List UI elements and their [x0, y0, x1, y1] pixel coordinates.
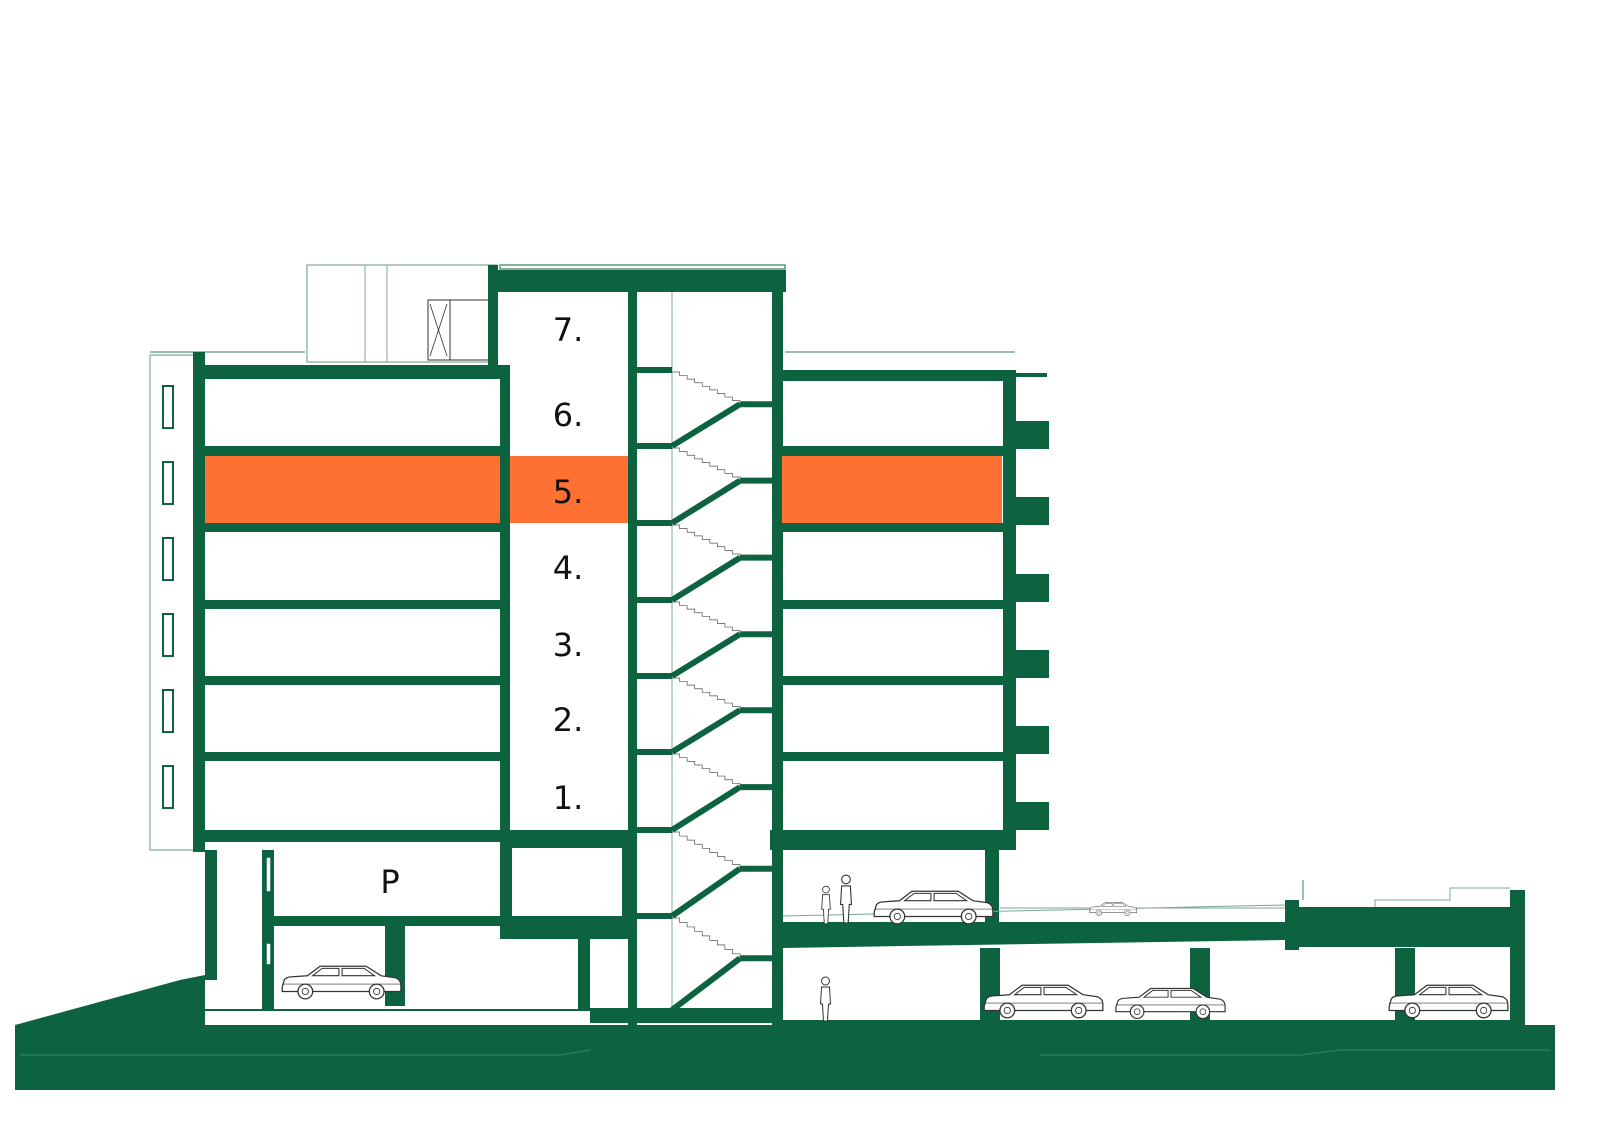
floor-label-3: 3.	[553, 626, 584, 664]
car-icon	[1089, 902, 1138, 917]
lower-parking-left	[205, 842, 775, 1023]
stair-steps	[672, 447, 741, 481]
stair-flight-icon	[637, 367, 772, 449]
car-icon	[281, 965, 402, 1000]
parent-with-child-icon	[839, 874, 853, 924]
stair-steps	[672, 371, 741, 405]
highlighted-floor-5	[205, 456, 1002, 523]
stair-flight-icon	[637, 827, 772, 919]
floor-label-4: 4.	[553, 549, 584, 587]
parking-label: P	[380, 863, 399, 901]
floor-label-5: 5.	[553, 473, 584, 511]
lower-parking-right	[783, 850, 1525, 1028]
rooftop-pavilion	[306, 264, 498, 363]
floor-label-1: 1.	[553, 779, 584, 817]
stair-flight-icon	[637, 597, 772, 679]
stair-flight-icon	[637, 443, 772, 526]
ground-mass	[15, 975, 1555, 1090]
left-facade	[149, 351, 305, 851]
floor-label-2: 2.	[553, 701, 584, 739]
stair-flight-icon	[637, 673, 772, 755]
stair-flight-icon	[637, 749, 772, 833]
floor-label-7: 7.	[553, 311, 584, 349]
stair-flight-icon	[637, 913, 772, 1013]
stair-steps	[672, 753, 741, 788]
floor-labels: 7. 6. 5. 4. 3. 2. 1.	[553, 311, 584, 817]
central-core	[488, 264, 786, 1030]
stair-steps	[672, 831, 741, 869]
floor-slabs	[193, 352, 1049, 852]
stair-flight-icon	[637, 520, 772, 603]
person-icon	[821, 885, 831, 925]
car-icon	[983, 984, 1104, 1019]
stair-steps	[672, 524, 741, 558]
floor-label-6: 6.	[553, 396, 584, 434]
highlight-segment	[510, 456, 628, 523]
highlight-segment	[205, 456, 500, 523]
stair-steps	[672, 601, 741, 635]
highlight-segment	[782, 456, 1002, 523]
person-icon	[819, 976, 832, 1022]
stair-steps	[672, 917, 741, 959]
stair-flights	[637, 367, 772, 1013]
car-icon	[873, 890, 994, 925]
stair-steps	[672, 677, 741, 711]
